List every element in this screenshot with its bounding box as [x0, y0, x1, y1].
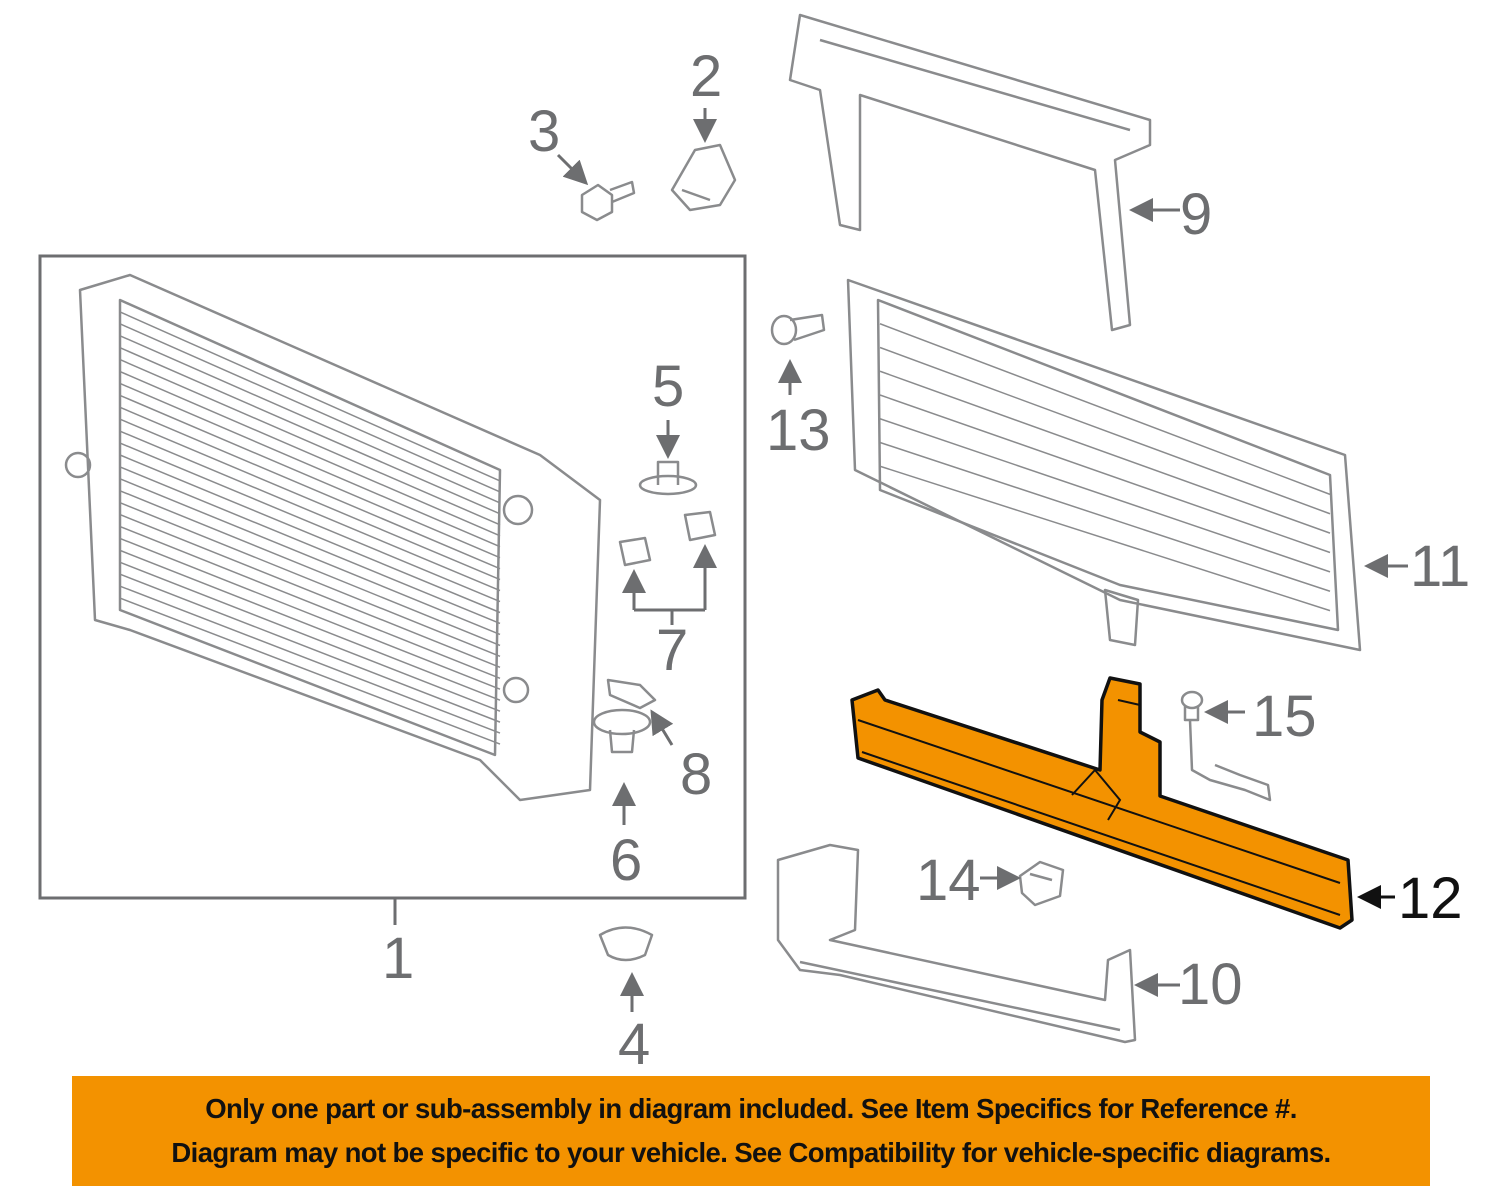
- bolt-part-13[interactable]: [770, 313, 826, 346]
- radiator-assembly-box: [38, 254, 747, 900]
- radiator-fin: [119, 442, 501, 603]
- callout-13: 13: [766, 398, 831, 463]
- radiator-fin: [119, 323, 501, 493]
- callout-11: 11: [1410, 534, 1471, 599]
- grommet-part-4[interactable]: [598, 926, 654, 962]
- radiator-fin: [119, 311, 501, 482]
- radiator-fin: [119, 597, 501, 745]
- shutter-louver: [879, 418, 1331, 573]
- callout-1: 1: [382, 926, 415, 991]
- lower-baffle-part-12-highlighted[interactable]: [850, 676, 1354, 930]
- radiator-fin: [119, 561, 501, 712]
- radiator-fin: [119, 549, 501, 701]
- radiator-fin: [119, 585, 501, 734]
- radiator-fin: [119, 430, 501, 592]
- radiator-fin: [119, 358, 501, 526]
- bolt-part-3[interactable]: [580, 180, 636, 222]
- sensor-part-15[interactable]: [1180, 690, 1272, 802]
- insulator-part-5[interactable]: [638, 460, 698, 496]
- radiator-fin: [119, 406, 501, 570]
- radiator-fin: [119, 573, 501, 723]
- radiator-fin: [119, 347, 501, 515]
- radiator-fin: [119, 537, 501, 690]
- shutter-louver: [879, 394, 1331, 554]
- radiator-fin: [119, 466, 501, 625]
- radiator-fin: [119, 335, 501, 504]
- callout-15: 15: [1252, 684, 1317, 749]
- shutter-louver: [879, 370, 1331, 534]
- radiator-fin: [119, 525, 501, 679]
- radiator-fin: [119, 478, 501, 636]
- radiator-fin: [119, 394, 501, 559]
- disclaimer-line-1: Only one part or sub-assembly in diagram…: [205, 1093, 1297, 1124]
- disclaimer-banner: Only one part or sub-assembly in diagram…: [72, 1076, 1430, 1186]
- callout-14: 14: [916, 848, 981, 913]
- callout-4: 4: [618, 1012, 651, 1077]
- radiator-fin: [119, 418, 501, 581]
- radiator-fin: [119, 382, 501, 548]
- radiator-part-1[interactable]: [64, 273, 602, 802]
- shutter-louver: [879, 346, 1331, 515]
- callout-9: 9: [1180, 182, 1213, 247]
- shutter-louver: [879, 465, 1331, 612]
- radiator-fin: [119, 501, 501, 658]
- radiator-fin: [119, 490, 501, 647]
- insulator-part-8[interactable]: [606, 678, 657, 710]
- deflector-part-10[interactable]: [776, 843, 1137, 1044]
- insulator-part-7[interactable]: [618, 510, 717, 567]
- callout-12: 12: [1398, 866, 1463, 931]
- shutter-louver: [879, 323, 1331, 496]
- radiator-fin: [119, 370, 501, 537]
- callout-7: 7: [656, 618, 689, 683]
- shutter-louver: [879, 441, 1331, 592]
- radiator-fin: [119, 513, 501, 669]
- clip-part-14[interactable]: [1018, 860, 1065, 907]
- callout-3: 3: [528, 99, 561, 164]
- shutter-part-11[interactable]: [846, 278, 1362, 652]
- bracket-part-2[interactable]: [670, 143, 737, 212]
- baffle-part-9[interactable]: [788, 13, 1152, 332]
- callout-10: 10: [1178, 952, 1243, 1017]
- callout-5: 5: [652, 354, 685, 419]
- callout-8: 8: [680, 742, 713, 807]
- radiator-fin: [119, 454, 501, 614]
- callout-6: 6: [610, 828, 643, 893]
- disclaimer-line-2: Diagram may not be specific to your vehi…: [171, 1137, 1331, 1168]
- clip-part-6[interactable]: [592, 708, 652, 754]
- callout-2: 2: [690, 44, 723, 109]
